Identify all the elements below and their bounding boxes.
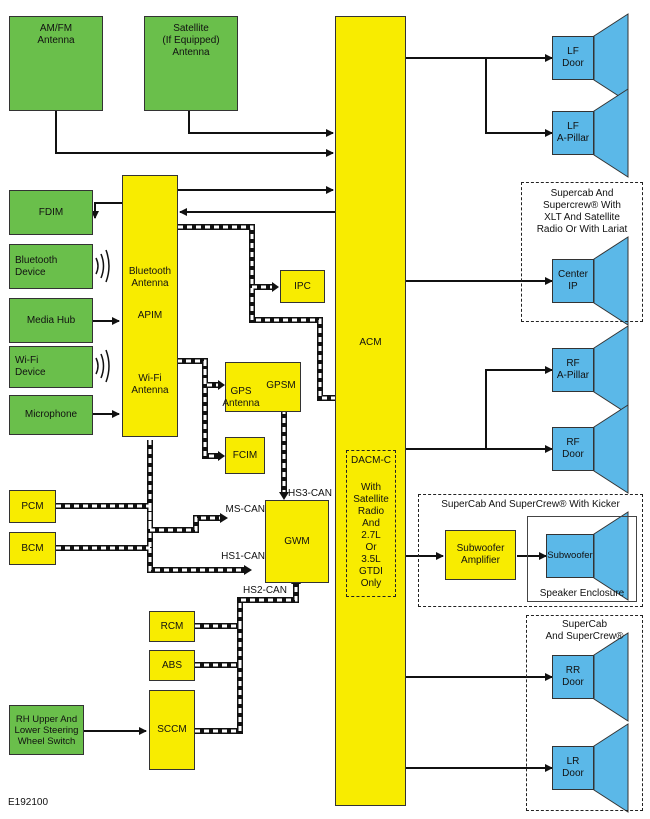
apim-label: APIM [137,310,163,321]
sccm-label: SCCM [157,724,187,735]
fdim-label: FDIM [38,206,64,218]
rcm-module: RCM [149,611,195,642]
dacm-c-label: DACM-C [351,455,391,466]
pcm-label: PCM [21,500,44,512]
lr-door-label: LR Door [562,756,584,779]
rr-door-speaker: RR Door [552,655,594,699]
wifi-device-signal-waves-icon [95,349,110,383]
rear-speaker-group [526,615,643,811]
apim-module [122,175,178,437]
rf-door-speaker: RF Door [552,427,594,471]
media-hub-module: Media Hub [9,298,93,343]
lf-door-label: LF Door [562,46,584,69]
lf-a-pillar-label: LF A-Pillar [556,121,590,144]
lr-door-speaker: LR Door [552,746,594,790]
acm-module [335,16,406,806]
hs1-can-label: HS1-CAN [221,551,265,562]
kicker-speaker-group [418,494,643,607]
satellite-antenna-label: Satellite (If Equipped) Antenna [162,23,220,58]
acm-to-rf-a-pillar-wire [485,366,553,449]
center-ip-speaker: Center IP [552,259,594,303]
hs3-can-label: HS3-CAN [288,488,332,499]
rcm-label: RCM [160,620,184,632]
hs2-can-label: HS2-CAN [243,585,287,596]
pcm-module: PCM [9,490,56,523]
lf-door-speaker: LF Door [552,36,594,80]
apim-to-fdim-wire [91,202,122,219]
center-group-label: Supercab And Supercrew® With XLT And Sat… [536,188,628,235]
subwoofer-speaker: Subwoofer [546,534,594,578]
bcm-module: BCM [9,532,56,565]
satellite-to-acm-wire [188,108,334,137]
satellite-antenna-module: Satellite (If Equipped) Antenna [144,16,238,111]
ipc-label: IPC [294,280,311,292]
fcim-label: FCIM [232,449,258,461]
acm-label: ACM [359,337,382,348]
gwm-label: GWM [284,535,310,547]
wifi-device-label: Wi-Fi Device [15,355,46,378]
bluetooth-signal-waves-icon [95,249,110,283]
bluetooth-device-label: Bluetooth Device [15,254,58,278]
sccm-module: SCCM [149,690,195,770]
rr-door-label: RR Door [562,665,584,688]
gpsm-module [225,362,301,412]
center-ip-speaker-cone [593,236,629,326]
abs-module: ABS [149,650,195,681]
kicker-group-label: SuperCab And SuperCrew® With Kicker [441,499,620,510]
am-fm-antenna-label: AM/FM Antenna [37,23,75,46]
acm-to-lf-a-pillar-wire [485,58,553,137]
gps-antenna-label: GPS Antenna [222,386,260,409]
bcm-label: BCM [21,542,44,554]
lf-a-pillar-speaker: LF A-Pillar [552,111,594,155]
am-fm-to-acm-wire [55,108,334,157]
subwoofer-amplifier-module: Subwoofer Amplifier [445,530,516,580]
microphone-module: Microphone [9,395,93,435]
media-hub-label: Media Hub [26,314,76,326]
bluetooth-antenna-label: Bluetooth Antenna [128,266,172,289]
rf-door-label: RF Door [562,437,584,460]
bluetooth-device-module: Bluetooth Device [9,244,93,289]
speaker-enclosure-box [527,516,637,602]
wifi-antenna-label: Wi-Fi Antenna [131,373,169,396]
wifi-device-module: Wi-Fi Device [9,346,93,388]
dacm-c-box [346,450,396,597]
lf-a-pillar-speaker-cone [593,88,629,178]
subwoofer-speaker-cone [593,511,629,601]
am-fm-antenna-module: AM/FM Antenna [9,16,103,111]
rf-door-speaker-cone [593,404,629,494]
dacm-c-note: With Satellite Radio And 2.7L Or 3.5L GT… [353,482,389,589]
center-speaker-group [521,182,643,322]
rf-a-pillar-label: RF A-Pillar [556,358,590,381]
fdim-module: FDIM [9,190,93,235]
rr-door-speaker-cone [593,632,629,722]
steering-wheel-switch-module: RH Upper And Lower Steering Wheel Switch [9,705,84,755]
center-ip-label: Center IP [557,269,588,292]
ipc-module: IPC [280,270,325,303]
ms-can-label: MS-CAN [225,504,265,515]
steering-wheel-switch-label: RH Upper And Lower Steering Wheel Switch [14,713,79,747]
gpsm-label: GPSM [266,380,296,391]
gwm-module: GWM [265,500,329,583]
rear-group-label: SuperCab And SuperCrew® [545,619,624,642]
microphone-label: Microphone [24,409,78,420]
abs-label: ABS [161,659,182,671]
rf-a-pillar-speaker-cone [593,325,629,415]
subwoofer-label: Subwoofer [547,550,593,561]
fcim-module: FCIM [225,437,265,474]
rf-a-pillar-speaker: RF A-Pillar [552,348,594,392]
speaker-enclosure-label: Speaker Enclosure [539,588,625,599]
lr-door-speaker-cone [593,723,629,813]
subwoofer-amplifier-label: Subwoofer Amplifier [456,543,505,566]
lf-door-speaker-cone [593,13,629,103]
figure-id: E192100 [8,797,49,808]
